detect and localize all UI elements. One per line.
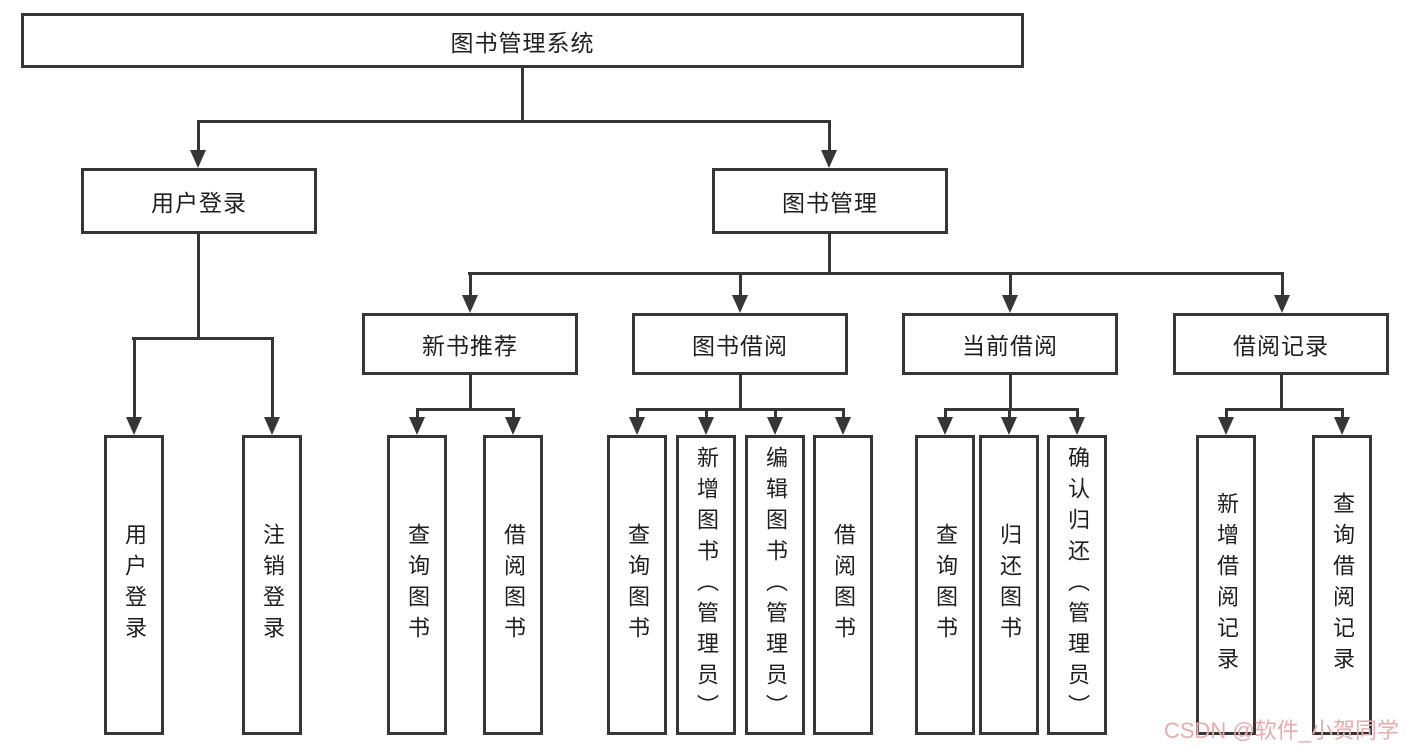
connector-line: [774, 408, 777, 417]
connector-line: [416, 408, 515, 411]
connector-line: [512, 408, 515, 417]
arrow-down-icon: [1218, 417, 1234, 435]
arrow-down-icon: [937, 417, 953, 435]
connector-line: [828, 234, 831, 272]
connector-line: [521, 68, 524, 120]
node-query-borrow-record: 查询借阅记录: [1312, 435, 1372, 735]
node-borrow-books-1: 借阅图书: [483, 435, 543, 735]
node-logout-leaf: 注销登录: [242, 435, 302, 735]
arrow-down-icon: [1001, 417, 1017, 435]
arrow-down-icon: [264, 417, 280, 435]
connector-line: [636, 408, 639, 417]
node-new-book-recommend: 新书推荐: [362, 313, 578, 375]
connector-line: [271, 337, 274, 417]
node-query-books-1: 查询图书: [387, 435, 447, 735]
arrow-down-icon: [835, 417, 851, 435]
node-book-borrowing: 图书借阅: [632, 313, 848, 375]
connector-line: [828, 120, 831, 152]
connector-line: [739, 272, 742, 295]
connector-line: [416, 408, 419, 417]
connector-line: [842, 408, 845, 417]
arrow-down-icon: [505, 417, 521, 435]
node-add-book-admin: 新增图书（管理员）: [676, 435, 736, 735]
node-return-book: 归还图书: [979, 435, 1039, 735]
arrow-down-icon: [462, 295, 478, 313]
connector-line: [944, 408, 1079, 411]
node-root-system: 图书管理系统: [21, 13, 1024, 68]
arrow-down-icon: [409, 417, 425, 435]
connector-line: [944, 408, 947, 417]
connector-line: [705, 408, 708, 417]
connector-line: [636, 408, 845, 411]
connector-line: [1225, 408, 1228, 417]
connector-line: [197, 120, 200, 152]
csdn-watermark: CSDN @软件_小贺同学: [1163, 718, 1399, 743]
connector-line: [1341, 408, 1344, 417]
connector-line: [1281, 272, 1284, 295]
connector-line: [1280, 375, 1283, 408]
connector-line: [1009, 272, 1012, 295]
connector-line: [468, 272, 1284, 275]
node-add-borrow-record: 新增借阅记录: [1196, 435, 1256, 735]
arrow-down-icon: [821, 150, 837, 168]
node-user-login-leaf: 用户登录: [104, 435, 164, 735]
arrow-down-icon: [767, 417, 783, 435]
connector-line: [1225, 408, 1344, 411]
connector-line: [1008, 408, 1011, 417]
connector-line: [469, 375, 472, 408]
connector-line: [132, 337, 274, 340]
connector-line: [469, 272, 472, 295]
connector-line: [197, 120, 831, 123]
arrow-down-icon: [698, 417, 714, 435]
connector-line: [133, 337, 136, 417]
node-borrow-books-2: 借阅图书: [813, 435, 873, 735]
connector-line: [1076, 408, 1079, 417]
node-current-borrowing: 当前借阅: [902, 313, 1118, 375]
node-borrowing-records: 借阅记录: [1173, 313, 1389, 375]
arrow-down-icon: [126, 417, 142, 435]
arrow-down-icon: [629, 417, 645, 435]
connector-line: [197, 234, 200, 337]
node-confirm-return-admin: 确认归还（管理员）: [1047, 435, 1107, 735]
arrow-down-icon: [1069, 417, 1085, 435]
arrow-down-icon: [190, 150, 206, 168]
arrow-down-icon: [732, 295, 748, 313]
node-user-login-module: 用户登录: [81, 168, 317, 234]
node-edit-book-admin: 编辑图书（管理员）: [745, 435, 805, 735]
arrow-down-icon: [1274, 295, 1290, 313]
node-query-books-3: 查询图书: [915, 435, 975, 735]
connector-line: [739, 375, 742, 408]
connector-line: [1009, 375, 1012, 408]
node-book-management-module: 图书管理: [712, 168, 948, 234]
arrow-down-icon: [1334, 417, 1350, 435]
arrow-down-icon: [1002, 295, 1018, 313]
node-query-books-2: 查询图书: [607, 435, 667, 735]
